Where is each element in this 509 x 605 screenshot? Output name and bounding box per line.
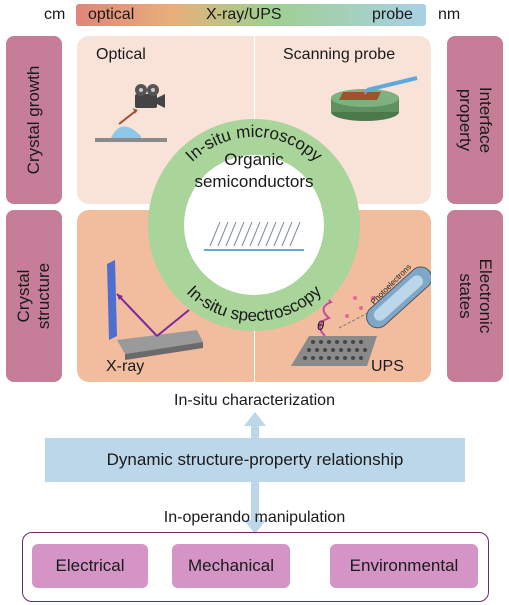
side-box-electronic-states: Electronic states bbox=[447, 210, 503, 382]
scale-probe-label: probe bbox=[372, 6, 413, 23]
side-box-crystal-structure: Crystal structure bbox=[6, 210, 62, 382]
pill-mechanical: Mechanical bbox=[172, 544, 290, 588]
label-optical: Optical bbox=[96, 46, 146, 63]
side-label-crystal-structure-line1: Crystal bbox=[14, 269, 33, 323]
center-label-organic: Organic bbox=[224, 150, 284, 169]
scale-optical-label: optical bbox=[88, 6, 135, 23]
scale-left-unit: cm bbox=[44, 6, 66, 23]
side-label-electronic-line1: Electronic bbox=[476, 258, 495, 334]
characterization-ring: In-situ microscopy In-situ spectroscopy bbox=[148, 119, 360, 331]
pill-environmental: Environmental bbox=[330, 544, 478, 588]
side-box-crystal-growth: Crystal growth bbox=[6, 36, 62, 204]
side-label-electronic-states: Electronic states bbox=[455, 259, 495, 334]
illustrations-svg bbox=[95, 76, 431, 366]
dynamic-relationship-box bbox=[45, 438, 465, 482]
side-label-crystal-structure-line2: structure bbox=[34, 262, 53, 330]
side-box-interface-property: Interface property bbox=[447, 36, 503, 204]
camera-icon bbox=[135, 84, 165, 108]
scanning-probe-illustration bbox=[331, 76, 418, 121]
optical-crystal-illustration bbox=[95, 108, 167, 142]
label-xray: X-ray bbox=[106, 358, 145, 375]
xray-diffraction-illustration bbox=[107, 260, 203, 360]
label-ups: UPS bbox=[371, 358, 404, 375]
scale-xray-label: X-ray/UPS bbox=[206, 6, 282, 23]
ups-illustration bbox=[291, 266, 431, 366]
center-label-semiconductors: semiconductors bbox=[194, 172, 314, 191]
label-dynamic-relationship: Dynamic structure-property relationship bbox=[106, 450, 404, 469]
side-label-crystal-structure: Crystal structure bbox=[14, 263, 54, 329]
label-in-situ-characterization: In-situ characterization bbox=[174, 392, 335, 409]
pill-electrical: Electrical bbox=[32, 544, 148, 588]
side-label-crystal-growth: Crystal growth bbox=[24, 65, 43, 175]
organic-molecules-illustration bbox=[204, 221, 304, 251]
theta-symbol: θ bbox=[317, 318, 325, 333]
manipulation-group bbox=[22, 532, 489, 602]
side-label-interface-line2: property bbox=[456, 88, 475, 152]
side-label-interface-line1: Interface bbox=[476, 86, 495, 154]
scale-gradient-bar bbox=[76, 4, 426, 26]
side-label-interface-property: Interface property bbox=[455, 87, 495, 153]
ring-inner bbox=[184, 155, 324, 295]
side-label-electronic-line2: states bbox=[456, 273, 475, 319]
label-in-operando-manipulation: In-operando manipulation bbox=[163, 509, 346, 526]
label-scanning-probe: Scanning probe bbox=[283, 46, 396, 63]
scale-right-unit: nm bbox=[438, 6, 461, 23]
